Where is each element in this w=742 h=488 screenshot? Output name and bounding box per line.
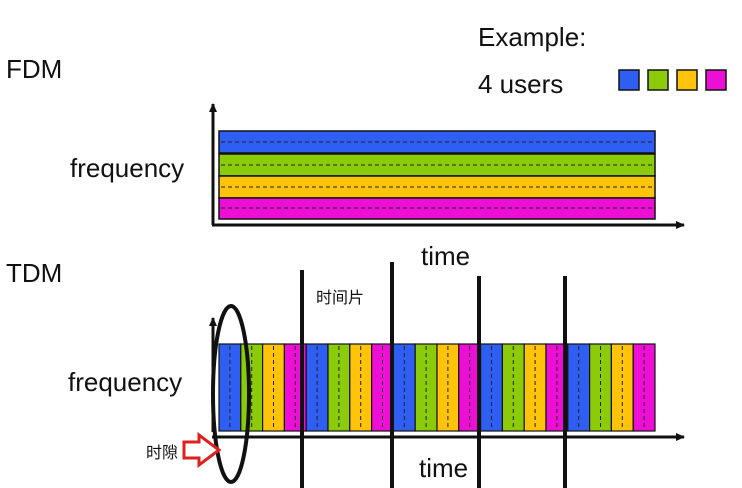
users-label: 4 users (478, 69, 563, 99)
legend-swatch-user3 (676, 69, 698, 91)
legend-swatch-user1 (618, 69, 640, 91)
example-label: Example: (478, 22, 586, 52)
tdm-slot-user4 (632, 343, 656, 432)
fdm-band-user1 (218, 130, 656, 154)
tdm-frame-markers (300, 262, 567, 488)
legend-swatch-user4 (705, 69, 727, 91)
time-slice-label: 时间片 (316, 288, 364, 307)
fdm-time-label: time (421, 241, 470, 271)
fdm-bands (218, 130, 656, 220)
tdm-time-label: time (419, 453, 468, 483)
fdm-heading: FDM (6, 54, 62, 84)
tdm-slots (218, 343, 656, 432)
legend-swatch-user2 (647, 69, 669, 91)
tdm-heading: TDM (6, 258, 62, 288)
time-gap-label: 时隙 (146, 443, 178, 462)
slot-highlight-ellipse (211, 304, 251, 484)
user-legend (618, 69, 727, 91)
time-gap-arrow-icon (182, 432, 222, 468)
fdm-band-user4 (218, 197, 656, 220)
fdm-frequency-label: frequency (70, 153, 184, 183)
tdm-frequency-label: frequency (68, 367, 182, 397)
